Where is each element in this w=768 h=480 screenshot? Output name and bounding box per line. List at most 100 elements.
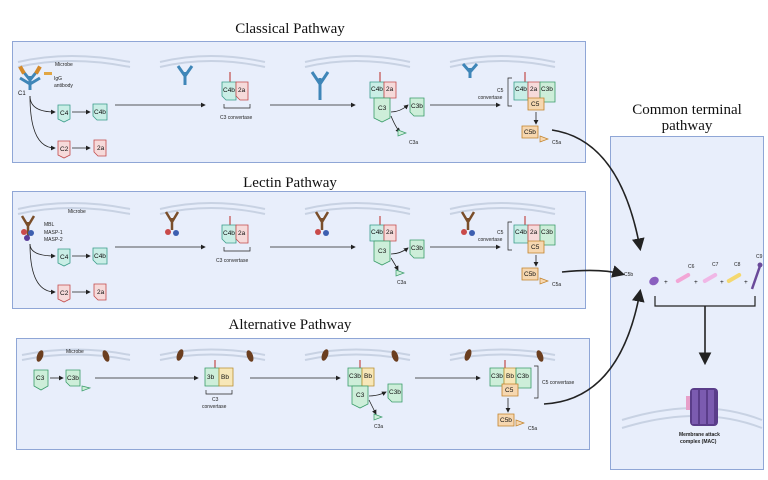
classical-c5conv-c4b-label: C4b: [515, 86, 527, 93]
classical-c3a-label: C3a: [409, 140, 418, 146]
common-c5b-label: C5b: [624, 272, 633, 278]
alternative-c5a-fragment: [515, 419, 525, 427]
lectin-c2a-label: 2a: [97, 289, 105, 296]
lectin-to-common-arrow: [561, 265, 626, 278]
lectin-microbe-label: Microbe: [68, 209, 86, 215]
classical-c4-label: C4: [60, 110, 69, 117]
lectin-convertase-2a-label: 2a: [238, 230, 246, 237]
alternative-pathway-panel: [16, 338, 590, 450]
common-c9: [750, 265, 762, 290]
alternative-c5b: [497, 413, 515, 427]
alternative-convertase-bb-label: Bb: [221, 374, 229, 381]
alternative-c3a-small: [81, 385, 92, 392]
alternative-conv-bb: [218, 367, 234, 387]
classical-c4b-label: C4b: [94, 109, 106, 116]
classical-membranes: [17, 55, 556, 68]
classical-to-common-arrow: [551, 129, 645, 252]
antibody-label: antibody: [54, 83, 73, 89]
lectin-cleave-c3: [373, 240, 391, 266]
lectin-cleavage-c3-label: C3: [378, 248, 387, 255]
alternative-c3-label: C3: [36, 375, 45, 382]
lectin-c3-convertase-label: C3 convertase: [216, 258, 248, 264]
c7-label: C7: [712, 262, 719, 268]
classical-c4: [57, 104, 71, 123]
lectin-membranes: [17, 202, 556, 215]
classical-c3b-label: C3b: [411, 103, 423, 110]
classical-c2-label: C2: [60, 146, 69, 153]
classical-c5-label: C5: [497, 88, 504, 94]
lectin-conv-2a: [235, 224, 249, 244]
classical-c1-label: C1: [18, 91, 26, 97]
plus-2: +: [694, 279, 698, 286]
alternative-cleave-c3: [351, 385, 369, 409]
classical-c3-convertase-label: C3 convertase: [220, 115, 252, 121]
common-c6: [675, 273, 691, 283]
lectin-mbl-complex: [20, 215, 36, 241]
alternative-c5b-label: C5b: [500, 417, 512, 424]
plus-4: +: [744, 279, 748, 286]
lectin-c3a-label: C3a: [397, 280, 406, 286]
common-terminal-title: Common terminal pathway: [612, 102, 762, 134]
alternative-c5conv-c3b-label: C3b: [491, 373, 503, 380]
lectin-c4b: [92, 247, 108, 265]
lectin-c2-label: C2: [60, 290, 69, 297]
lectin-c4-label: C4: [60, 254, 69, 261]
lectin-c5b-label: C5b: [524, 271, 536, 278]
mac-label-line1: Membrane attack: [679, 432, 720, 438]
classical-c5b-label: C5b: [524, 129, 536, 136]
classical-c3-cleavage: [369, 81, 397, 123]
classical-c5b: [521, 125, 539, 139]
lectin-c5conv-c3b-label: C3b: [541, 229, 553, 236]
classical-c2a-label: 2a: [97, 145, 105, 152]
alternative-convertase-label: convertase: [202, 404, 227, 410]
lectin-cleave-2a: [383, 224, 397, 242]
lectin-c2a: [93, 283, 107, 301]
lectin-c5-convertase: [513, 224, 556, 254]
alternative-convertase-3b-label: 3b: [207, 374, 215, 381]
membrane-attack-complex: [686, 388, 718, 426]
alternative-c3-label-2: C3: [212, 397, 219, 403]
alternative-c5-convertase: [489, 367, 532, 397]
classical-c5a-fragment: [539, 135, 549, 143]
alternative-to-common-arrow: [543, 288, 645, 405]
lectin-convertase-label: convertase: [478, 237, 503, 243]
lectin-c5conv-c5-label: C5: [531, 244, 540, 251]
alternative-c3b-fragment: [387, 383, 403, 403]
classical-c4b: [92, 103, 108, 121]
classical-c3-convertase: [221, 81, 249, 101]
alternative-c3: [33, 369, 49, 391]
common-c7: [702, 273, 718, 283]
alternative-c3b-fragment-label: C3b: [389, 389, 401, 396]
lectin-pathway-title: Lectin Pathway: [243, 175, 337, 191]
alternative-c3b-label: C3b: [67, 375, 79, 382]
classical-c5-convertase: [513, 81, 556, 111]
c9-label: C9: [756, 254, 763, 260]
classical-c3a-fragment: [397, 129, 407, 137]
alternative-cleavage-c3b-label: C3b: [349, 373, 361, 380]
igg-label: IgG: [54, 76, 62, 82]
classical-c5conv-c5-label: C5: [531, 101, 540, 108]
alternative-c3b: [65, 369, 81, 387]
classical-c2a: [93, 139, 107, 157]
mbl-label: MBL: [44, 222, 55, 228]
common-terminal-title-line2: pathway: [661, 118, 713, 134]
classical-convertase-2a-label: 2a: [238, 87, 246, 94]
classical-microbe-label: Microbe: [55, 62, 73, 68]
lectin-c3b-fragment: [409, 239, 425, 259]
classical-c5conv-2a-label: 2a: [530, 86, 538, 93]
classical-c2: [57, 140, 71, 159]
masp1-label: MASP-1: [44, 230, 63, 236]
classical-convertase-label: convertase: [478, 95, 503, 101]
common-terminal-panel: [610, 136, 764, 470]
classical-c5a-label: C5a: [552, 140, 561, 146]
plus-3: +: [720, 279, 724, 286]
alternative-cleavage-bb-label: Bb: [364, 373, 372, 380]
lectin-c5a-label: C5a: [552, 282, 561, 288]
lectin-cleavage-2a-label: 2a: [386, 229, 394, 236]
lectin-c5b: [521, 267, 539, 281]
classical-c3b-fragment: [409, 97, 425, 117]
classical-pathway-title: Classical Pathway: [235, 21, 345, 37]
alternative-c5conv-c5-label: C5: [505, 387, 514, 394]
alternative-membranes: [21, 348, 556, 361]
